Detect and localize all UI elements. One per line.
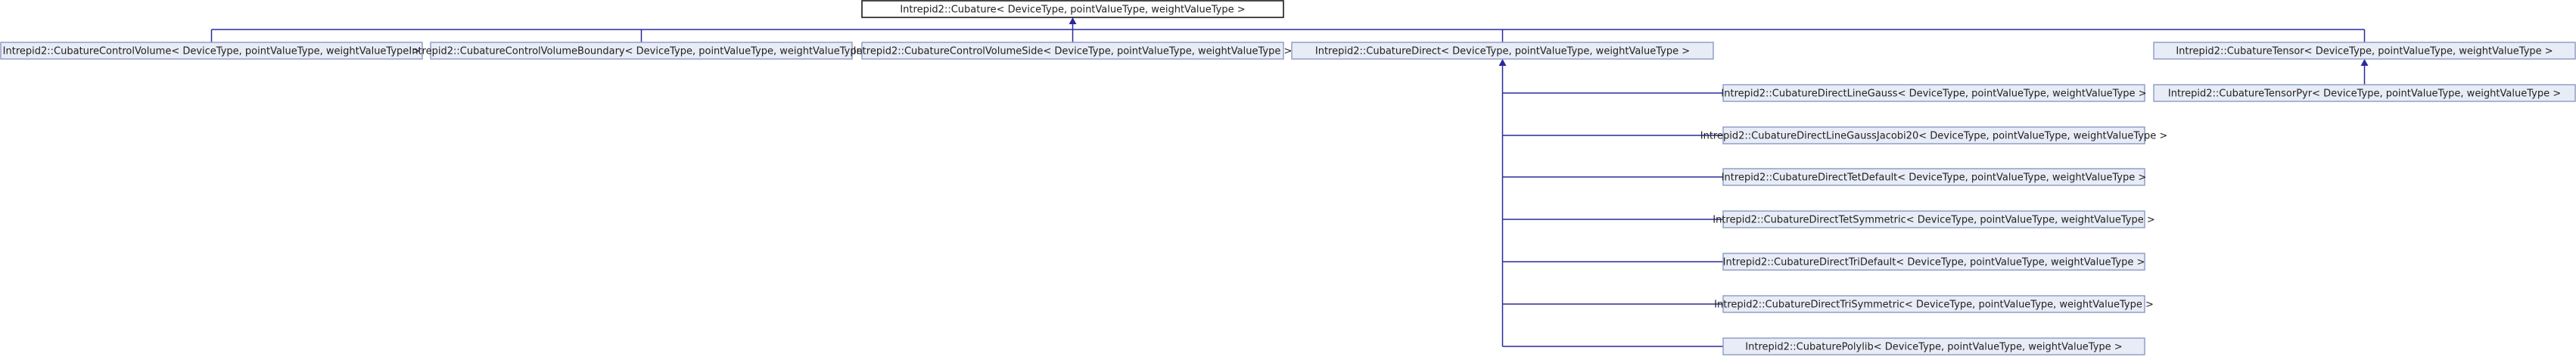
class-node-cubature-direct[interactable]: Intrepid2::CubatureDirect< DeviceType, p… — [1291, 42, 1714, 60]
class-node-label: Intrepid2::Cubature< DeviceType, pointVa… — [900, 5, 1245, 16]
class-node-box — [1722, 84, 2145, 102]
class-node-cubature-direct-line-gauss[interactable]: Intrepid2::CubatureDirectLineGauss< Devi… — [1721, 84, 2147, 102]
class-node-label: Intrepid2::CubatureDirectTetDefault< Dev… — [1722, 172, 2147, 184]
class-node-cubature-control-volume-boundary[interactable]: Intrepid2::CubatureControlVolumeBoundary… — [409, 42, 874, 60]
class-node-cubature-direct-tet-symmetric[interactable]: Intrepid2::CubatureDirectTetSymmetric< D… — [1713, 210, 2155, 228]
class-node-box — [2153, 42, 2576, 60]
class-node-box — [430, 42, 853, 60]
class-node-label: Intrepid2::CubatureDirect< DeviceType, p… — [1315, 46, 1690, 57]
class-node-cubature-tensor-pyr[interactable]: Intrepid2::CubatureTensorPyr< DeviceType… — [2153, 84, 2576, 102]
class-node-label: Intrepid2::CubatureControlVolume< Device… — [3, 46, 421, 57]
class-node-cubature-direct-line-gauss-jacobi20[interactable]: Intrepid2::CubatureDirectLineGaussJacobi… — [1700, 126, 2167, 144]
class-node-box — [1291, 42, 1714, 60]
class-node-cubature-direct-tet-default[interactable]: Intrepid2::CubatureDirectTetDefault< Dev… — [1722, 168, 2147, 186]
class-node-label: Intrepid2::CubatureDirectTriSymmetric< D… — [1714, 300, 2154, 311]
class-node-cubature-control-volume[interactable]: Intrepid2::CubatureControlVolume< Device… — [0, 42, 423, 60]
class-node-box — [1722, 337, 2145, 355]
class-node-box — [0, 42, 423, 60]
class-node-label: Intrepid2::CubatureControlVolumeSide< De… — [854, 46, 1293, 57]
class-node-label: Intrepid2::CubatureTensorPyr< DeviceType… — [2168, 88, 2561, 100]
class-node-box — [1722, 126, 2145, 144]
class-node-label: Intrepid2::CubatureDirectLineGauss< Devi… — [1721, 88, 2146, 100]
class-node-box — [2153, 84, 2576, 102]
class-node-cubature-direct-tri-default[interactable]: Intrepid2::CubatureDirectTriDefault< Dev… — [1722, 253, 2145, 271]
class-node-cubature-tensor[interactable]: Intrepid2::CubatureTensor< DeviceType, p… — [2153, 42, 2576, 60]
class-node-label: Intrepid2::CubatureDirectLineGaussJacobi… — [1700, 131, 2167, 142]
class-node-box — [1722, 210, 2145, 228]
class-node-box — [1722, 295, 2145, 313]
inheritance-arrow — [1069, 17, 1077, 24]
class-node-label: Intrepid2::CubatureTensor< DeviceType, p… — [2176, 46, 2553, 57]
class-node-label: Intrepid2::CubatureDirectTetSymmetric< D… — [1713, 215, 2155, 226]
class-node-label: Intrepid2::CubaturePolylib< DeviceType, … — [1745, 342, 2122, 353]
class-node-label: Intrepid2::CubatureControlVolumeBoundary… — [409, 46, 873, 57]
class-node-cubature-direct-tri-symmetric[interactable]: Intrepid2::CubatureDirectTriSymmetric< D… — [1714, 295, 2154, 313]
class-node-box — [861, 0, 1284, 18]
inheritance-arrow — [2360, 59, 2369, 66]
inheritance-arrow — [1498, 59, 1507, 66]
class-node-label: Intrepid2::CubatureDirectTriDefault< Dev… — [1723, 257, 2145, 269]
class-node-cubature-control-volume-side[interactable]: Intrepid2::CubatureControlVolumeSide< De… — [854, 42, 1293, 60]
class-node-box — [1722, 253, 2145, 271]
class-node-box — [1722, 168, 2145, 186]
class-node-cubature[interactable]: Intrepid2::Cubature< DeviceType, pointVa… — [861, 0, 1284, 18]
class-node-cubature-polylib[interactable]: Intrepid2::CubaturePolylib< DeviceType, … — [1722, 337, 2145, 355]
class-node-box — [861, 42, 1284, 60]
